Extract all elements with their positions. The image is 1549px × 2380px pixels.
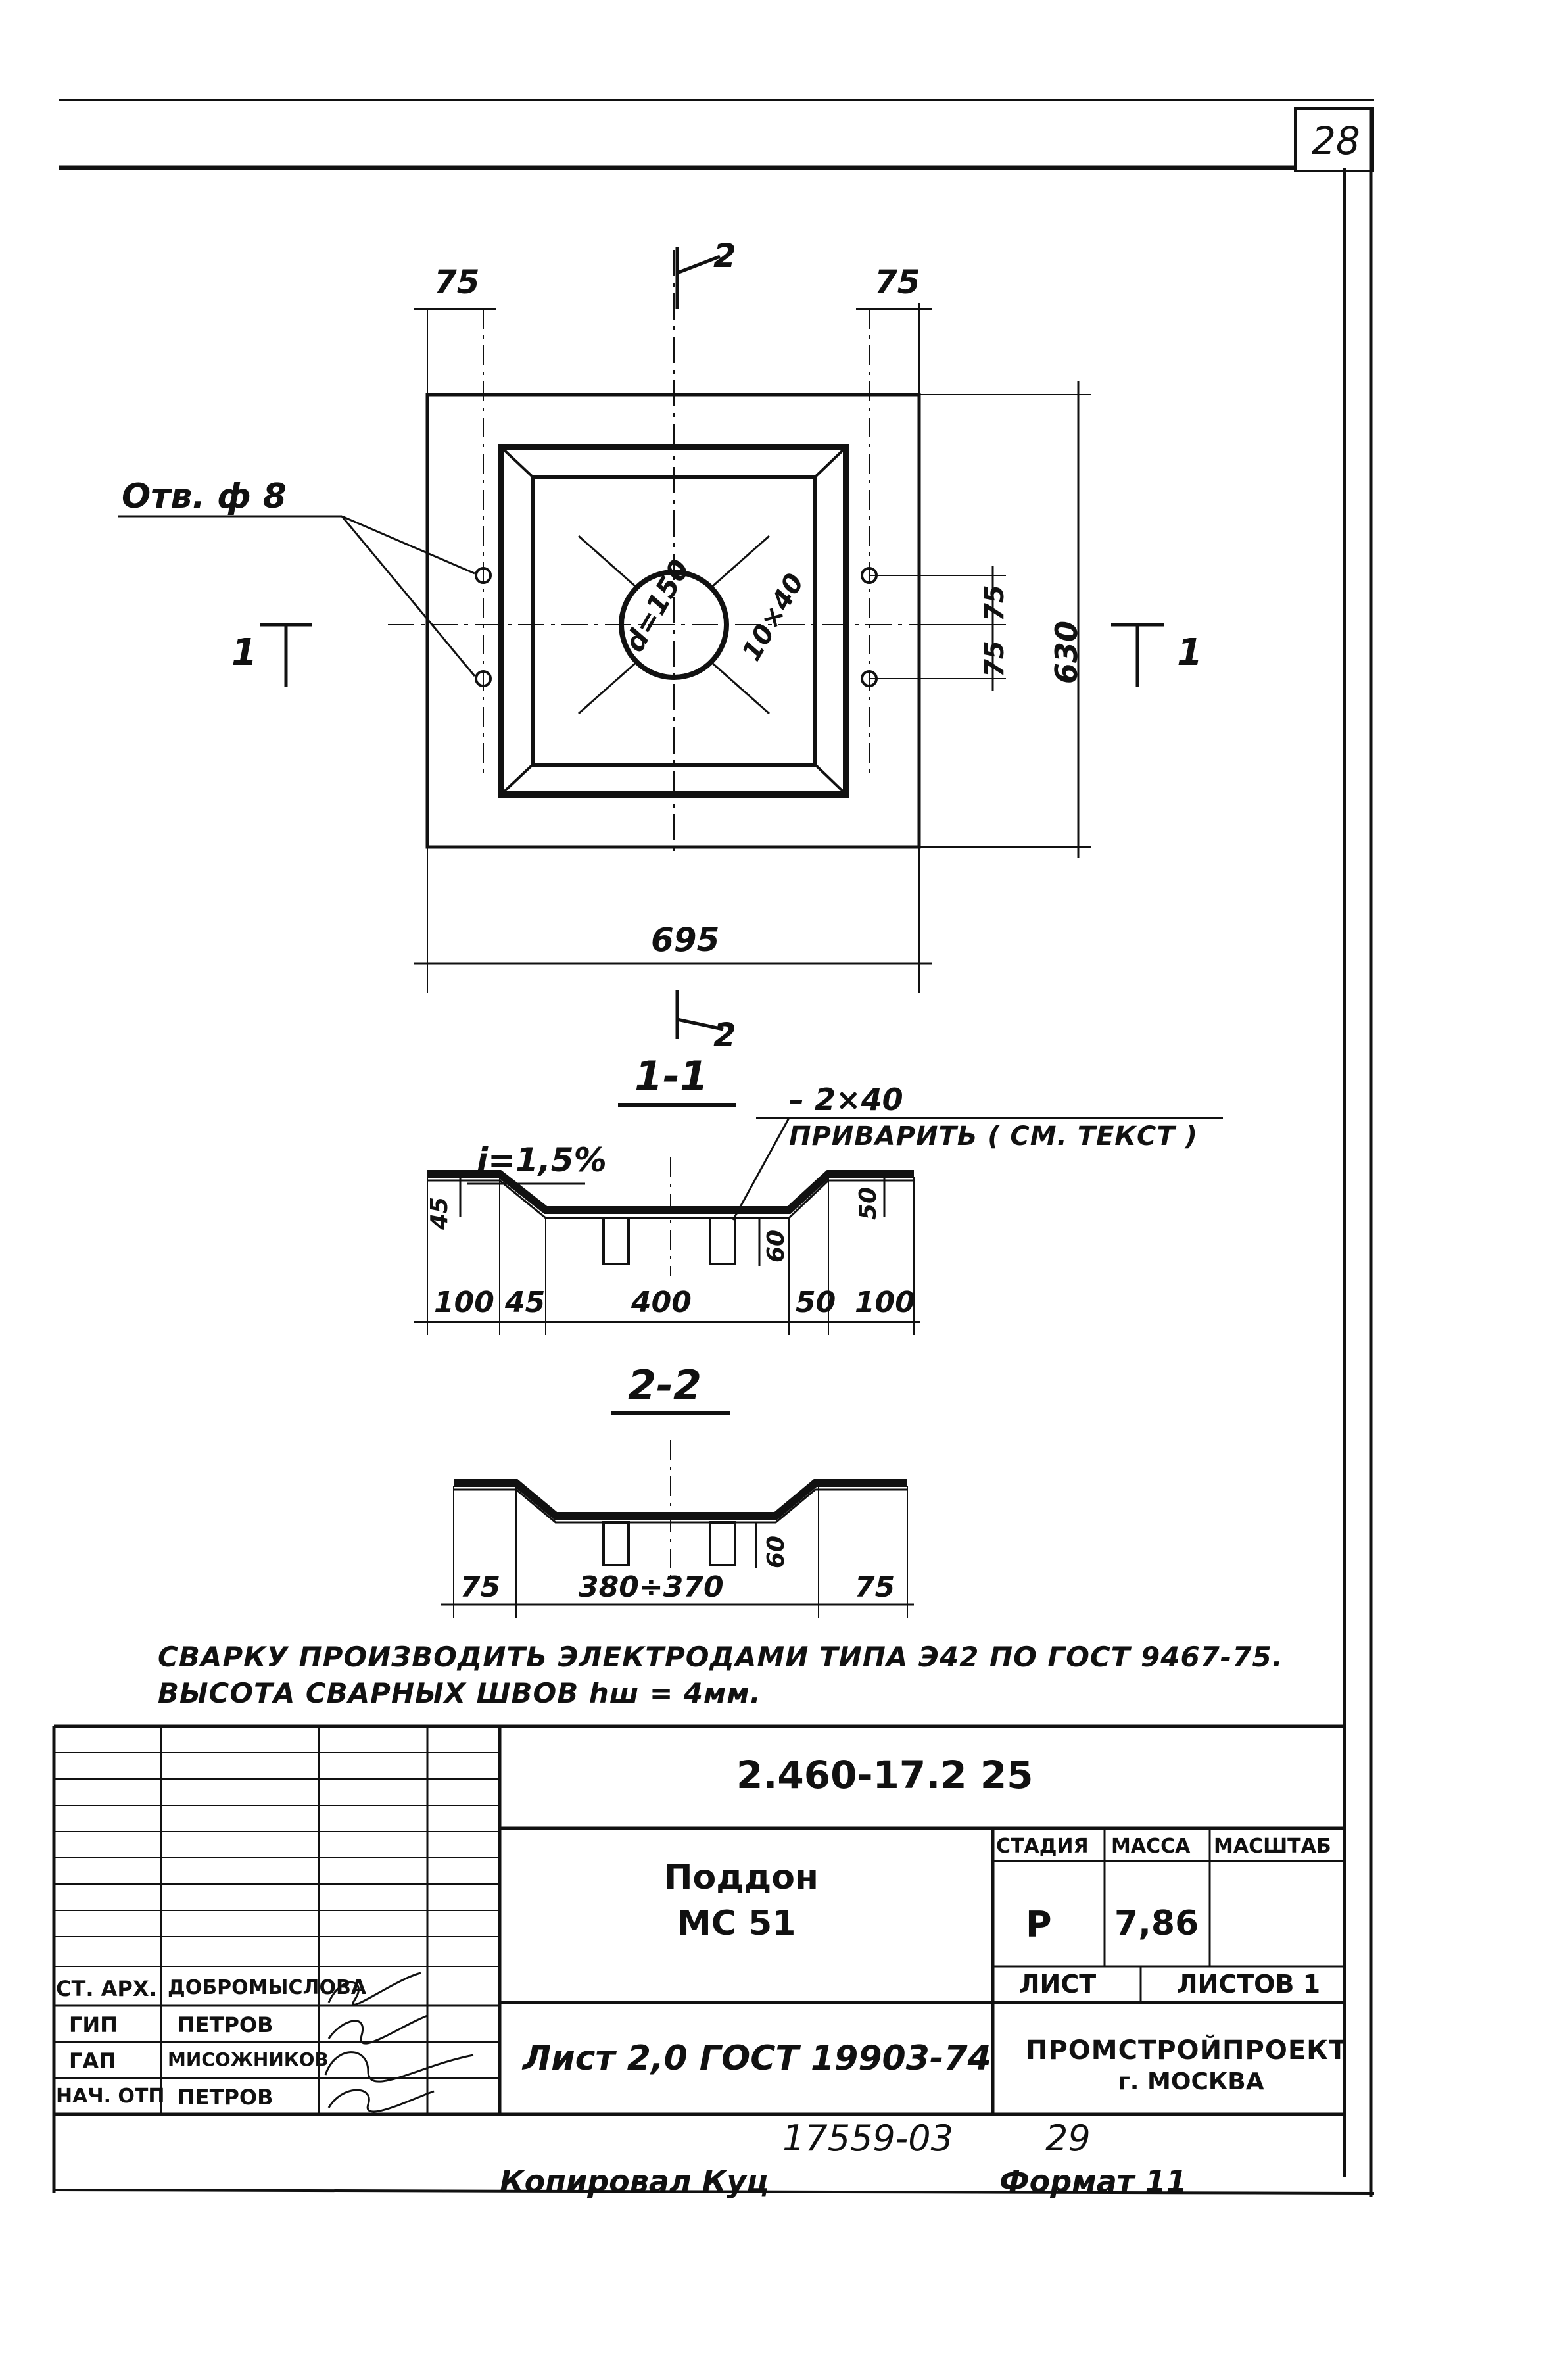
- section-1-1: [414, 1103, 1223, 1335]
- inventory-number: 17559-03: [782, 2118, 953, 2159]
- section-2-title: 2-2: [628, 1361, 702, 1409]
- item-name-line-2: МС 51: [677, 1904, 796, 1943]
- title-block-grid: [54, 1724, 1345, 2116]
- role-gip: ГИП: [69, 2012, 118, 2037]
- note-line-2: ВЫСОТА СВАРНЫХ ШВОВ hш = 4мм.: [158, 1677, 761, 1709]
- doc-code: 2.460-17.2 25: [736, 1753, 1034, 1797]
- slope-label: i=1,5%: [477, 1141, 607, 1179]
- section-2-2: [441, 1411, 914, 1618]
- strip-label: – 2×40: [789, 1082, 903, 1117]
- sheet-label: ЛИСТ: [1019, 1970, 1097, 1999]
- col-scale-header: МАСШТАБ: [1214, 1835, 1331, 1858]
- note-line-1: СВАРКУ ПРОИЗВОДИТЬ ЭЛЕКТРОДАМИ ТИПА Э42 …: [158, 1641, 1283, 1673]
- hole-label: Отв. ф 8: [122, 477, 287, 516]
- dim-top-right-75: 75: [874, 263, 920, 301]
- page-number: 29: [1045, 2118, 1091, 2159]
- dim-45-vertical: 45: [426, 1196, 453, 1230]
- plan-view: [118, 247, 1164, 1039]
- col-mass-header: МАССА: [1111, 1835, 1191, 1858]
- dim-right-75-a: 75: [980, 585, 1010, 621]
- weld-note: ПРИВАРИТЬ ( СМ. ТЕКСТ ): [789, 1121, 1198, 1152]
- col-stage-header: СТАДИЯ: [996, 1835, 1089, 1858]
- reference-standard: Лист 2,0 ГОСТ 19903-74: [523, 2039, 991, 2078]
- dim-bottom-45: 45: [505, 1286, 546, 1319]
- sheet-number: 28: [1312, 118, 1360, 163]
- role-nach-otp: НАЧ. ОТП: [56, 2085, 165, 2108]
- stage-value: Р: [1026, 1904, 1052, 1945]
- name-gip: ПЕТРОВ: [178, 2012, 274, 2037]
- dim-50-vertical: 50: [855, 1186, 882, 1220]
- name-nach-otp: ПЕТРОВ: [178, 2085, 274, 2110]
- role-gap: ГАП: [69, 2049, 116, 2074]
- organization-city: г. МОСКВА: [1118, 2068, 1264, 2095]
- dim-right-75-b: 75: [980, 641, 1010, 677]
- dim-2-bottom-380-370: 380÷370: [579, 1570, 724, 1604]
- copied-by: Копировал Куц: [500, 2164, 769, 2199]
- section-1-marker-right: 1: [1177, 631, 1203, 674]
- section-1-marker-left: 1: [231, 631, 257, 674]
- organization-name: ПРОМСТРОЙПРОЕКТ: [1026, 2035, 1348, 2066]
- dim-2-bottom-75-left: 75: [460, 1570, 501, 1604]
- paper-format: Формат 11: [999, 2164, 1187, 2199]
- dim-60-section-2: 60: [763, 1535, 790, 1568]
- dim-top-left-75: 75: [434, 263, 480, 301]
- section-1-title: 1-1: [634, 1052, 709, 1100]
- item-name-line-1: Поддон: [664, 1858, 819, 1897]
- role-st-arch: СТ. АРХ.: [56, 1976, 157, 2001]
- dim-bottom-50: 50: [796, 1286, 836, 1319]
- sheet-frame: [52, 99, 1375, 2197]
- dim-60-section-1: 60: [763, 1229, 790, 1263]
- dim-2-bottom-75-right: 75: [855, 1570, 895, 1604]
- mass-value: 7,86: [1114, 1904, 1199, 1943]
- dim-bottom-400: 400: [631, 1286, 692, 1319]
- name-gap: МИСОЖНИКОВ: [168, 2049, 329, 2070]
- dim-695: 695: [651, 921, 720, 959]
- dim-bottom-100-left: 100: [434, 1286, 494, 1319]
- name-st-arch: ДОБРОМЫСЛОВА: [168, 1976, 367, 1999]
- section-2-marker-bottom: 2: [713, 1016, 736, 1054]
- section-2-marker-top: 2: [713, 237, 736, 275]
- sheets-label: ЛИСТОВ 1: [1177, 1970, 1321, 1999]
- dim-630: 630: [1049, 620, 1084, 684]
- signatures: [324, 1972, 474, 2113]
- dim-bottom-100-right: 100: [855, 1286, 915, 1319]
